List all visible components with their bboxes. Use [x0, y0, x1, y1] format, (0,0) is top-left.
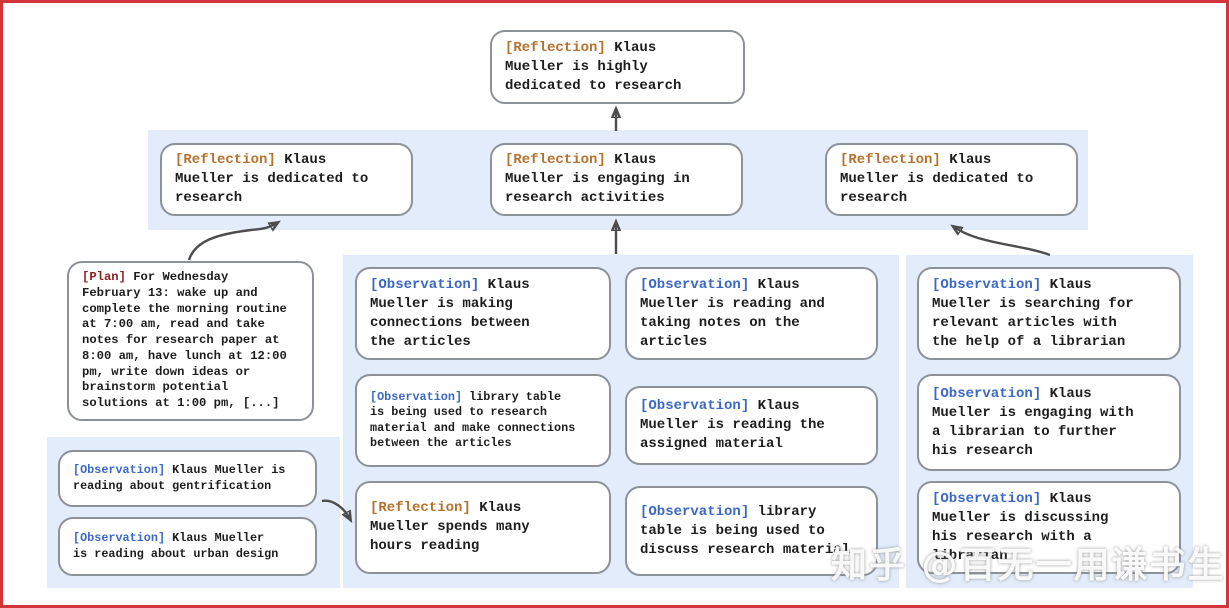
arrow-band-to-refl-right — [954, 227, 1051, 257]
node-text: For Wednesday February 13: wake up and c… — [82, 269, 287, 411]
node-text: library table is being used to research … — [370, 389, 576, 450]
node-plan: [Plan] For Wednesday February 13: wake u… — [67, 261, 314, 421]
reflection-tag: [Reflection] — [840, 152, 941, 168]
zhihu-watermark: 知乎 @百无一用谦书生 — [831, 536, 1226, 588]
observation-tag: [Observation] — [73, 531, 166, 546]
node-observation-urban-design: [Observation] Klaus Mueller is reading a… — [58, 517, 317, 576]
node-text: Klaus Mueller is engaging with a librari… — [932, 385, 1134, 459]
reflection-tag: [Reflection] — [175, 152, 276, 168]
node-reflection-right: [Reflection] Klaus Mueller is dedicated … — [825, 143, 1078, 216]
observation-tag: [Observation] — [640, 276, 750, 293]
node-text: Klaus Mueller is searching for relevant … — [932, 276, 1134, 350]
node-text: Klaus Mueller is reading about urban des… — [73, 531, 279, 561]
node-observation-searching-articles: [Observation] Klaus Mueller is searching… — [917, 267, 1181, 360]
observation-tag: [Observation] — [640, 398, 750, 414]
node-reflection-middle: [Reflection] Klaus Mueller is engaging i… — [490, 143, 743, 216]
node-text: Klaus Mueller is engaging in research ac… — [505, 152, 690, 206]
node-text: library table is being used to discuss r… — [640, 503, 851, 558]
observation-tag: [Observation] — [932, 490, 1042, 507]
node-reflection-hours-reading: [Reflection] Klaus Mueller spends many h… — [355, 481, 611, 574]
node-observation-taking-notes: [Observation] Klaus Mueller is reading a… — [625, 267, 878, 360]
node-text: Klaus Mueller spends many hours reading — [370, 500, 530, 554]
watermark-text: 知乎 @百无一用谦书生 — [831, 545, 1226, 586]
node-observation-library-discuss: [Observation] library table is being use… — [625, 486, 878, 576]
node-observation-gentrification: [Observation] Klaus Mueller is reading a… — [58, 450, 317, 507]
node-text: Klaus Mueller is reading about gentrific… — [73, 463, 286, 493]
node-text: Klaus Mueller is dedicated to research — [175, 152, 369, 206]
observation-tag: [Observation] — [932, 385, 1042, 402]
node-observation-library-research: [Observation] library table is being use… — [355, 374, 611, 467]
observation-tag: [Observation] — [73, 463, 166, 478]
plan-tag: [Plan] — [82, 269, 126, 284]
reflection-tag: [Reflection] — [505, 152, 606, 168]
node-text: Klaus Mueller is highly dedicated to res… — [505, 39, 682, 94]
node-text: Klaus Mueller is making connections betw… — [370, 276, 530, 350]
node-observation-engaging-librarian: [Observation] Klaus Mueller is engaging … — [917, 374, 1181, 471]
observation-tag: [Observation] — [932, 276, 1042, 293]
reflection-tag: [Reflection] — [370, 500, 471, 516]
observation-tag: [Observation] — [640, 503, 750, 520]
node-text: Klaus Mueller is discussing his research… — [932, 490, 1109, 564]
node-reflection-left: [Reflection] Klaus Mueller is dedicated … — [160, 143, 413, 216]
node-observation-discussing-research: [Observation] Klaus Mueller is discussin… — [917, 481, 1181, 574]
observation-tag: [Observation] — [370, 276, 480, 293]
observation-tag: [Observation] — [370, 389, 463, 404]
node-text: Klaus Mueller is dedicated to research — [840, 152, 1034, 206]
node-reflection-root: [Reflection] Klaus Mueller is highly ded… — [490, 30, 745, 104]
node-observation-assigned-material: [Observation] Klaus Mueller is reading t… — [625, 386, 878, 465]
node-observation-connections: [Observation] Klaus Mueller is making co… — [355, 267, 611, 360]
node-text: Klaus Mueller is reading and taking note… — [640, 276, 825, 350]
reflection-tag: [Reflection] — [505, 39, 606, 56]
node-text: Klaus Mueller is reading the assigned ma… — [640, 398, 825, 452]
